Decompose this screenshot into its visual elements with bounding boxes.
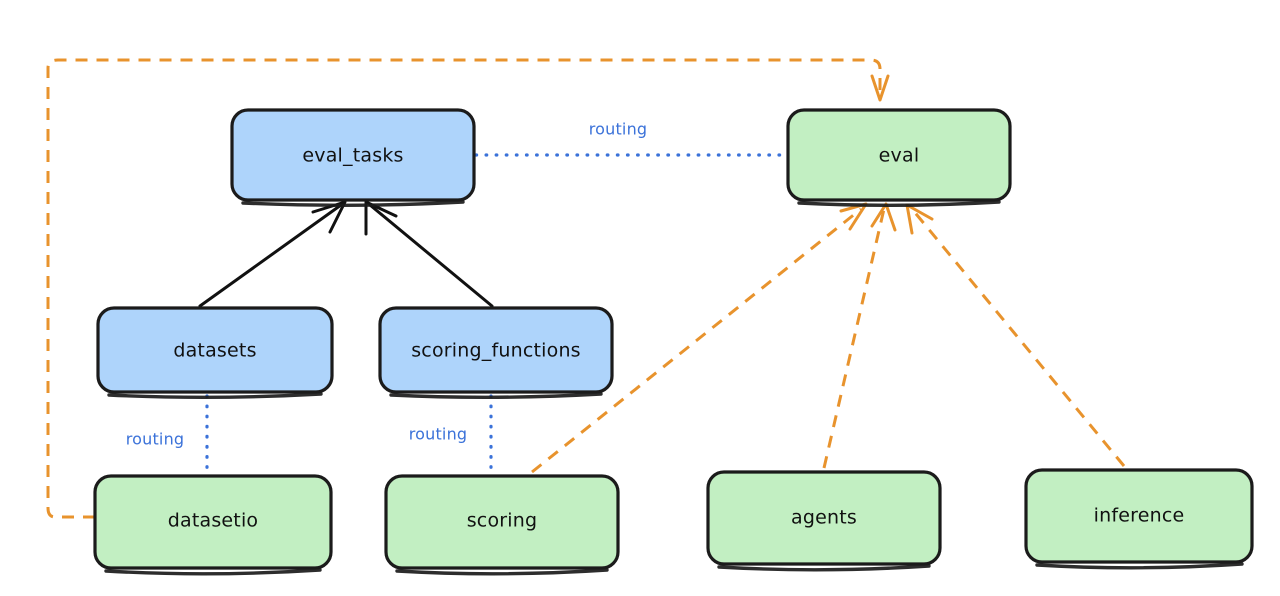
node-datasets-label: datasets <box>173 340 256 362</box>
node-agents-shadow <box>717 564 931 572</box>
node-eval-label: eval <box>879 145 920 167</box>
node-datasetio[interactable]: datasetio <box>93 474 333 576</box>
edge-datasets-to-eval-tasks <box>198 200 347 308</box>
edge-inference-to-eval <box>905 203 1126 467</box>
node-eval-shape <box>786 108 1012 202</box>
edge-label-routing-scoring-functions-scoring: routing <box>409 425 468 444</box>
node-inference-shape <box>1024 468 1254 564</box>
node-eval-tasks[interactable]: eval_tasks <box>230 108 476 207</box>
edge-label-routing-eval-tasks-eval: routing <box>589 120 648 139</box>
edge-scoring-to-eval-path <box>531 207 862 474</box>
node-layer: eval_tasks eval datasets scoring_functio… <box>93 108 1254 576</box>
edge-scoring-functions-to-eval-tasks-path <box>368 203 494 308</box>
node-scoring-shadow <box>395 568 609 576</box>
node-eval[interactable]: eval <box>786 108 1012 207</box>
edge-agents-to-eval <box>822 202 897 469</box>
node-scoring-label: scoring <box>467 510 538 532</box>
node-agents[interactable]: agents <box>706 470 942 572</box>
node-eval-tasks-label: eval_tasks <box>302 145 403 167</box>
edge-scoring-functions-to-eval-tasks <box>364 200 494 308</box>
node-inference[interactable]: inference <box>1024 468 1254 570</box>
edge-scoring-functions-to-eval-tasks-arrowhead <box>364 200 398 236</box>
node-inference-label: inference <box>1094 505 1185 527</box>
node-eval-tasks-shadow <box>241 200 465 207</box>
node-eval-shadow <box>797 200 1001 207</box>
node-datasetio-shape <box>93 474 333 570</box>
edge-layer <box>46 58 1126 519</box>
edge-datasetio-to-eval-path <box>46 58 882 519</box>
edge-label-routing-datasets-datasetio: routing <box>126 430 185 449</box>
edge-datasets-to-eval-tasks-path <box>198 203 343 308</box>
edge-inference-to-eval-path <box>910 208 1126 467</box>
node-inference-shadow <box>1035 562 1244 570</box>
node-scoring-functions-shadow <box>389 392 603 399</box>
node-scoring-shape <box>384 474 620 570</box>
node-scoring-functions-shape <box>378 306 614 394</box>
edge-label-layer: routing routing routing <box>126 120 648 449</box>
node-datasets-shadow <box>107 392 323 399</box>
node-datasets-shape <box>96 306 334 394</box>
node-datasetio-label: datasetio <box>168 510 259 532</box>
edge-datasetio-to-eval <box>46 58 890 519</box>
node-datasetio-shadow <box>104 568 322 576</box>
edge-datasetio-to-eval-arrowhead <box>870 74 890 102</box>
edge-agents-to-eval-path <box>822 208 886 469</box>
node-eval-tasks-shape <box>230 108 476 202</box>
edge-datasets-to-eval-tasks-arrowhead <box>311 200 347 234</box>
node-scoring[interactable]: scoring <box>384 474 620 576</box>
node-agents-label: agents <box>791 507 857 529</box>
node-agents-shape <box>706 470 942 566</box>
node-datasets[interactable]: datasets <box>96 306 334 399</box>
node-scoring-functions[interactable]: scoring_functions <box>378 306 614 399</box>
node-scoring-functions-label: scoring_functions <box>411 340 581 362</box>
